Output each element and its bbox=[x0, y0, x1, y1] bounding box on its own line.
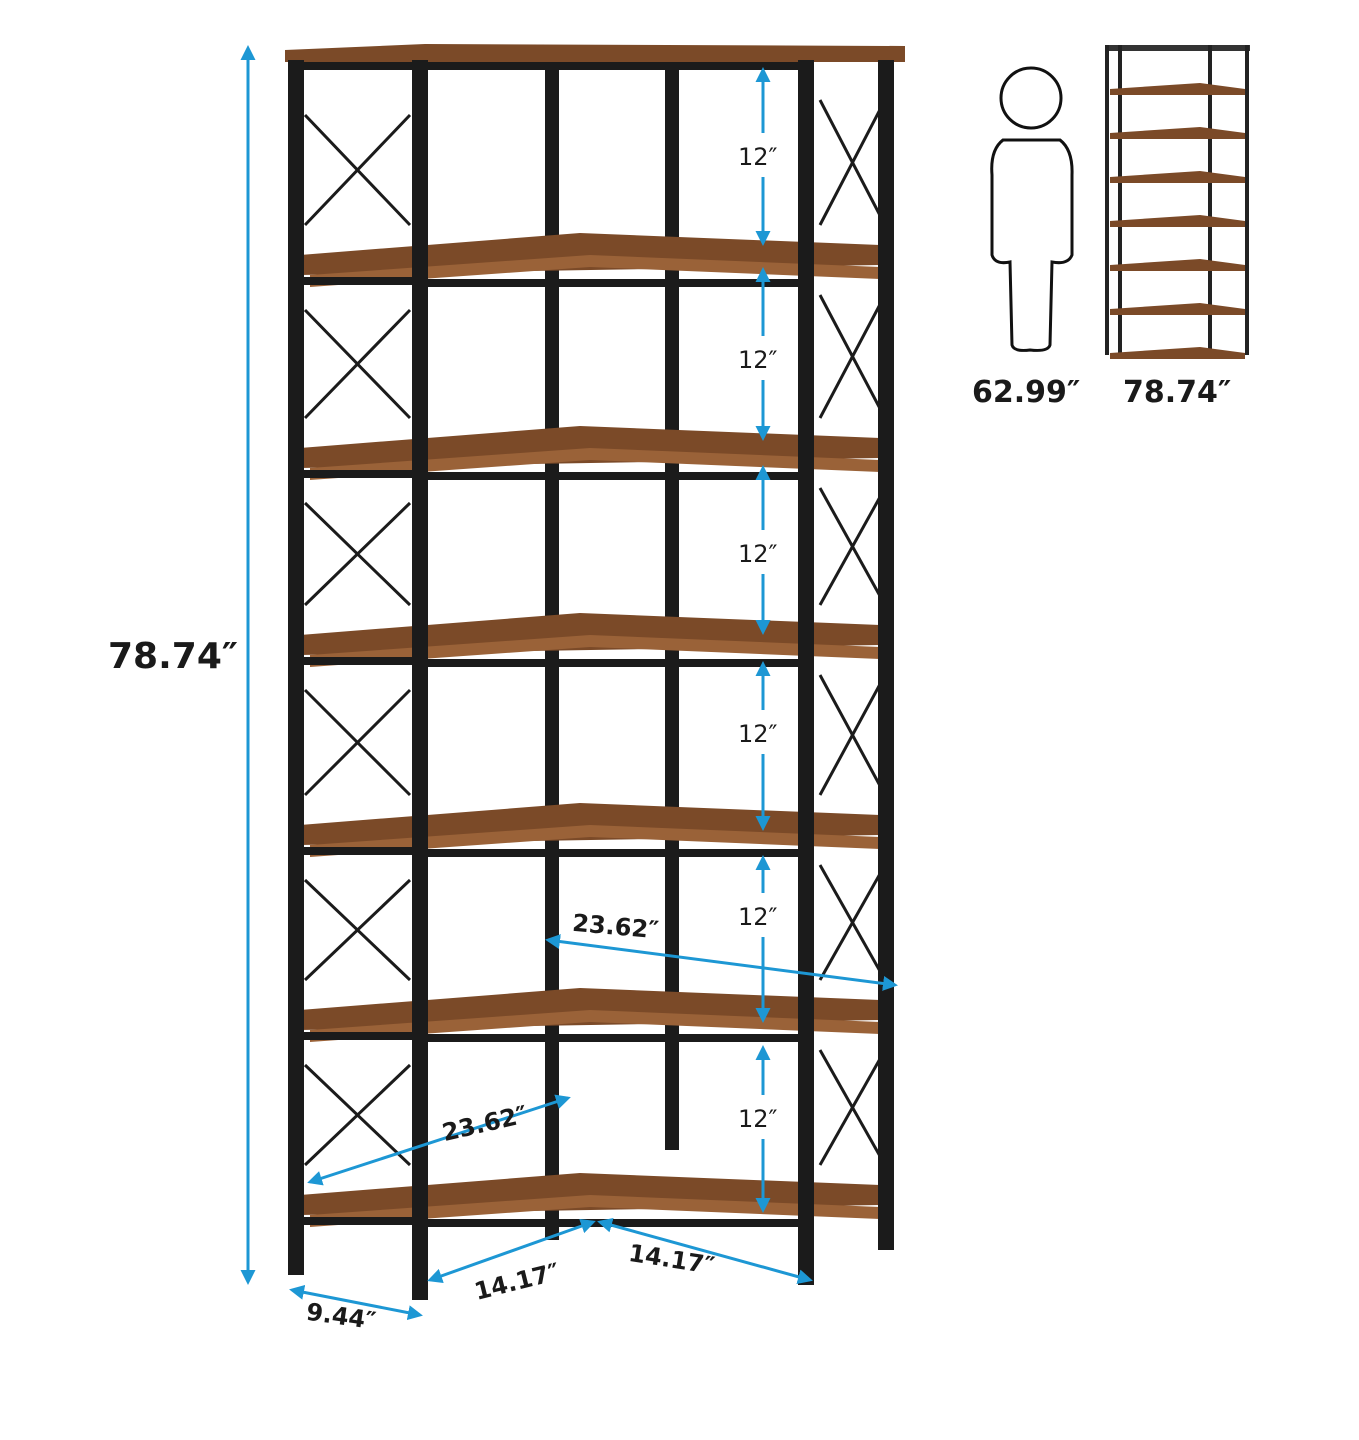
shelf-rail bbox=[295, 847, 425, 855]
cross-brace bbox=[303, 113, 412, 227]
mini-shelf-board bbox=[1110, 259, 1245, 271]
shelf-height-comparison-label: 78.74″ bbox=[1123, 375, 1231, 410]
shelf-rail bbox=[425, 62, 810, 70]
total-height-label: 78.74″ bbox=[108, 636, 238, 677]
dimension-arrows bbox=[240, 45, 898, 1321]
mini-shelf-board bbox=[1110, 171, 1245, 183]
shelf-rail bbox=[295, 1032, 425, 1040]
shelf-rail bbox=[295, 657, 425, 665]
cross-brace bbox=[818, 487, 887, 606]
shelf-rail bbox=[295, 277, 425, 285]
shelf-rail bbox=[425, 849, 810, 857]
shelf-gap-label: 12″ bbox=[738, 720, 778, 748]
mini-post bbox=[1105, 45, 1109, 355]
mini-shelf-board bbox=[1110, 303, 1245, 315]
person-silhouette-icon bbox=[990, 66, 1074, 352]
right-front-width-label: 14.17″ bbox=[627, 1239, 717, 1280]
right-front-width-arrow bbox=[597, 1217, 813, 1285]
upper-width-label: 23.62″ bbox=[571, 909, 660, 944]
cross-brace bbox=[818, 1049, 887, 1166]
mini-shelf-board bbox=[1110, 215, 1245, 227]
cross-brace bbox=[818, 294, 887, 419]
shelf-gap-label: 12″ bbox=[738, 143, 778, 171]
back-post bbox=[665, 70, 679, 1150]
mini-top bbox=[1105, 45, 1250, 51]
mini-shelf-board bbox=[1110, 347, 1245, 359]
shelf-gap-label: 12″ bbox=[738, 540, 778, 568]
bookshelf bbox=[285, 44, 905, 1300]
shelf-rail bbox=[425, 659, 810, 667]
shelf-rail bbox=[295, 1217, 425, 1225]
cross-brace bbox=[303, 501, 412, 607]
front-post bbox=[878, 60, 894, 1250]
mini-post bbox=[1245, 45, 1249, 355]
left-front-width-arrow bbox=[427, 1218, 596, 1284]
shelf-rail bbox=[425, 472, 810, 480]
front-post bbox=[288, 60, 304, 1275]
depth-arrow bbox=[289, 1284, 423, 1321]
shelf-gap-label: 12″ bbox=[738, 346, 778, 374]
mini-shelf-board bbox=[1110, 83, 1245, 95]
mini-shelf-icon bbox=[1105, 45, 1250, 359]
person-height-label: 62.99″ bbox=[972, 375, 1080, 410]
mini-post bbox=[1118, 45, 1122, 355]
top-shelf-board bbox=[285, 44, 905, 62]
upper-width-arrow bbox=[545, 934, 898, 991]
left-front-width-label: 14.17″ bbox=[472, 1258, 563, 1306]
lower-width-arrow bbox=[307, 1094, 571, 1186]
shelf-gap-label: 12″ bbox=[738, 1105, 778, 1133]
mini-shelf-board bbox=[1110, 127, 1245, 139]
front-post bbox=[798, 60, 814, 1285]
front-post bbox=[412, 60, 428, 1300]
shelf-rail bbox=[425, 279, 810, 287]
lower-width-label: 23.62″ bbox=[440, 1100, 531, 1147]
cross-brace bbox=[303, 308, 412, 420]
cross-brace bbox=[818, 99, 887, 226]
shelf-rail bbox=[295, 470, 425, 478]
shelf-rail bbox=[425, 1034, 810, 1042]
shelf-rail bbox=[295, 62, 425, 70]
cross-brace bbox=[303, 688, 412, 797]
mini-post bbox=[1208, 45, 1212, 355]
cross-brace bbox=[303, 878, 412, 982]
cross-brace bbox=[818, 674, 887, 796]
shelf-gap-label: 12″ bbox=[738, 903, 778, 931]
